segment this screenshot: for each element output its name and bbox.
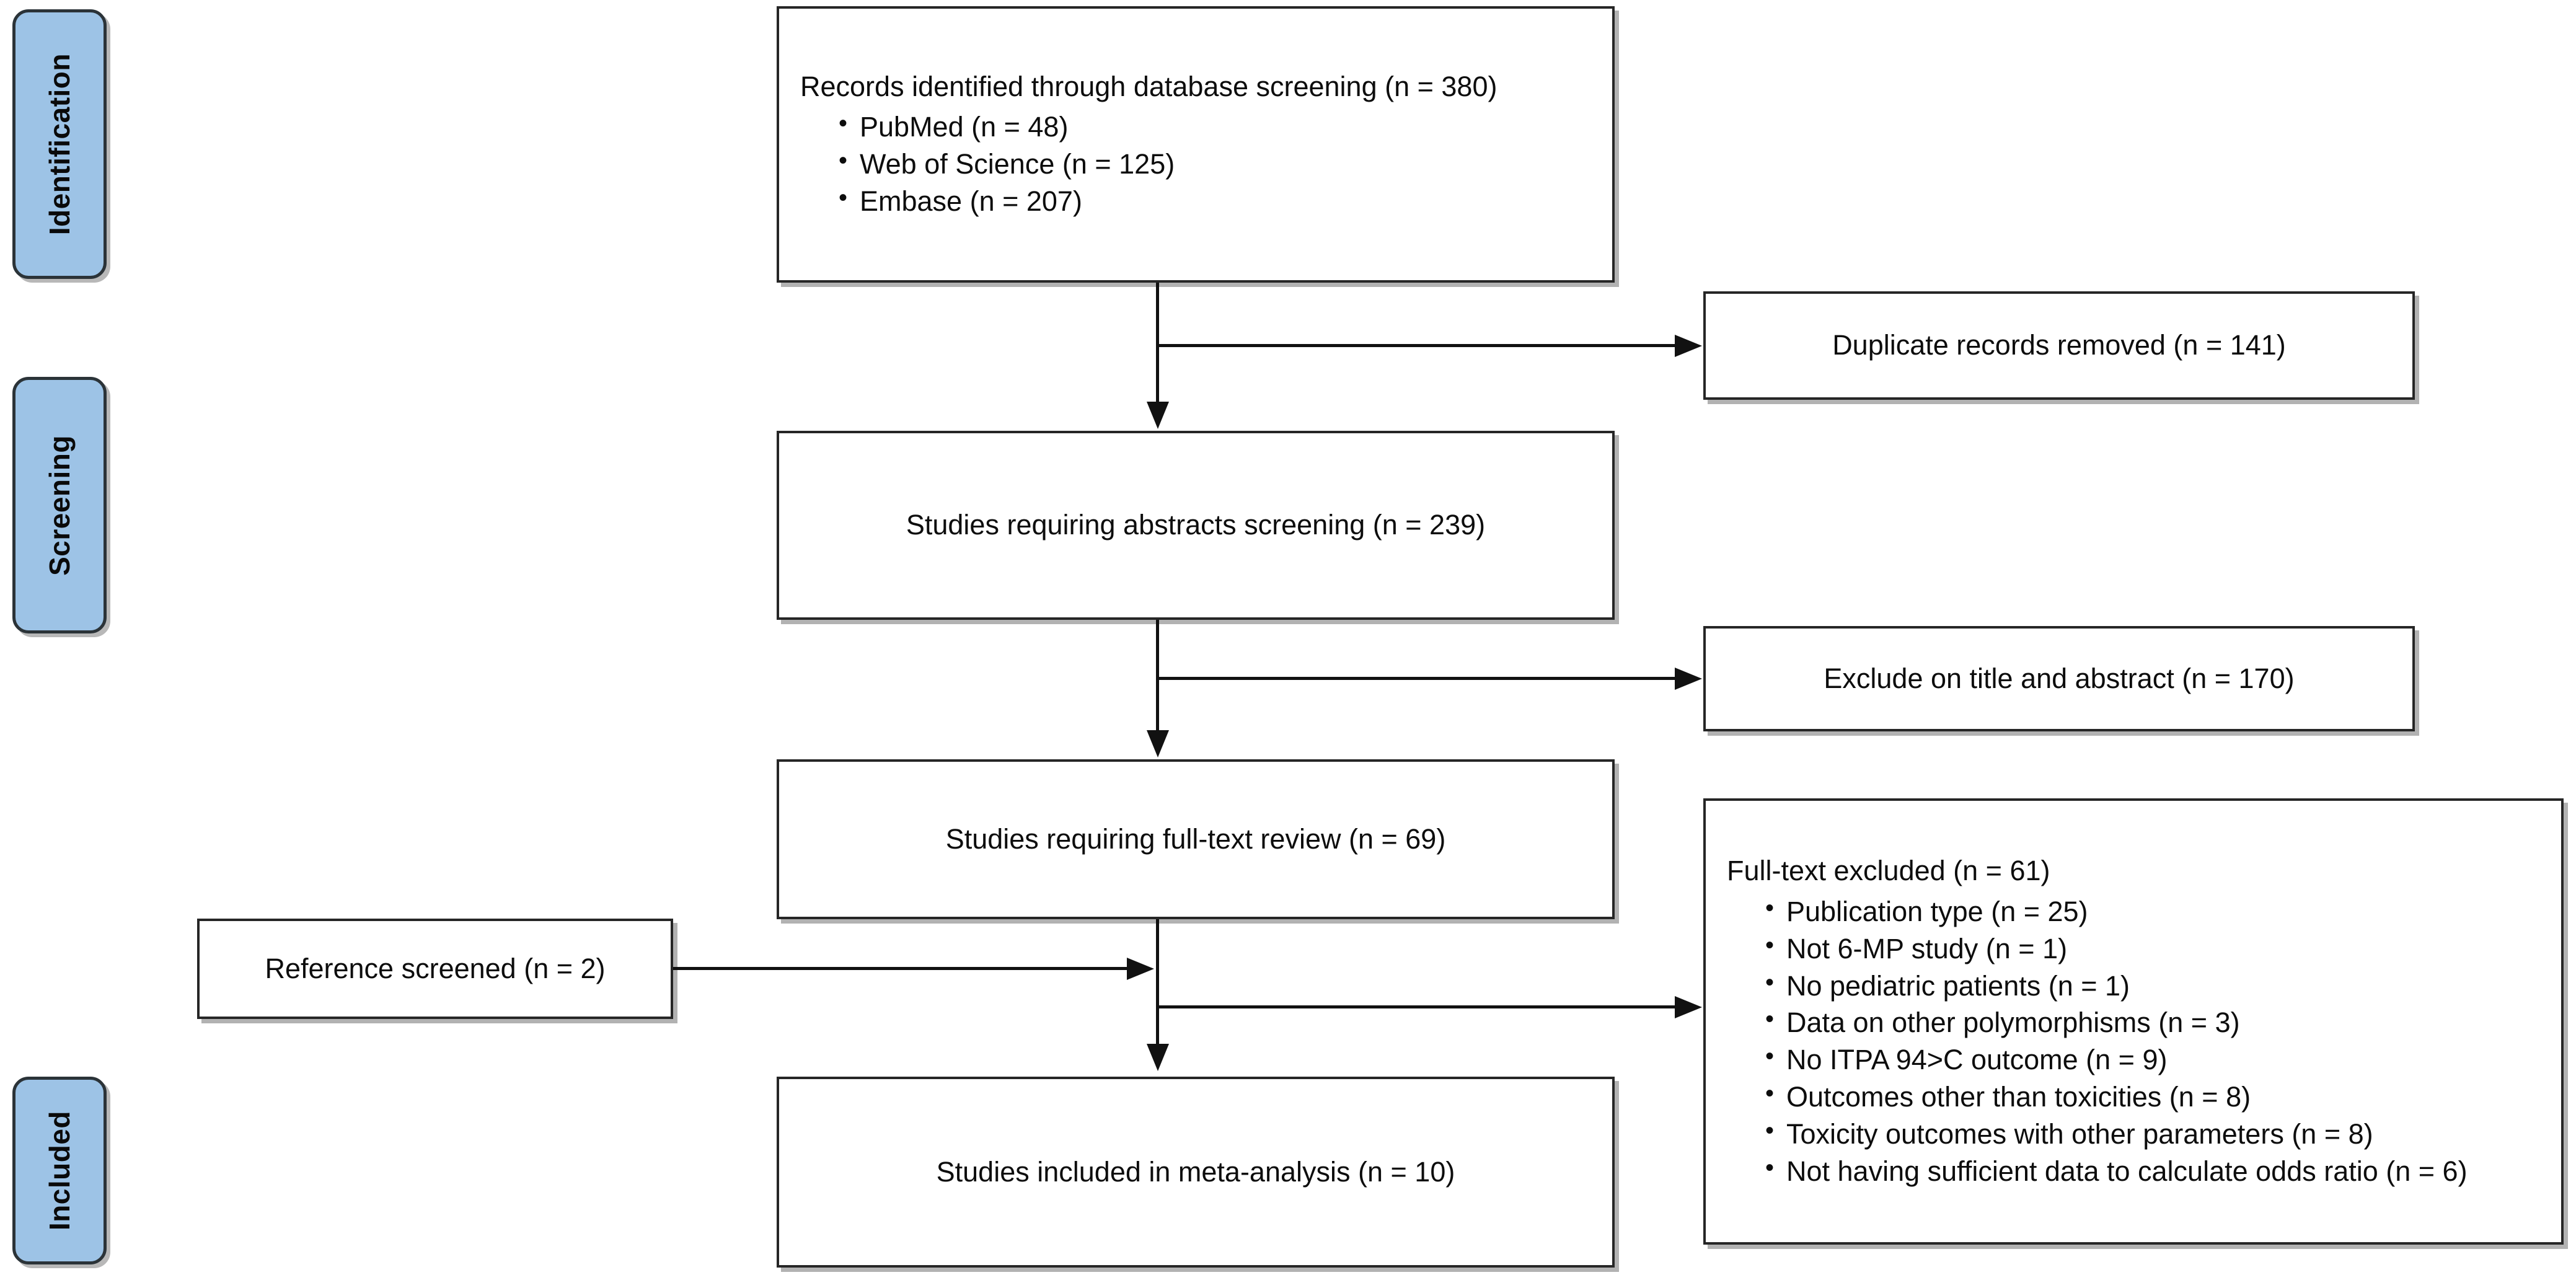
arrow-down-fulltext-to-included [1147, 1044, 1169, 1071]
node-full-text-review-title: Studies requiring full-text review (n = … [945, 823, 1446, 855]
node-full-text-excluded-bullets: Publication type (n = 25) Not 6-MP study… [1706, 892, 2561, 1190]
node-abstracts-screening-title: Studies requiring abstracts screening (n… [906, 509, 1486, 541]
list-item: No ITPA 94>C outcome (n = 9) [1765, 1040, 2561, 1079]
node-full-text-excluded: Full-text excluded (n = 61) Publication … [1703, 798, 2564, 1245]
list-item: Not 6-MP study (n = 1) [1765, 929, 2561, 968]
node-full-text-review: Studies requiring full-text review (n = … [777, 759, 1615, 919]
list-item: Data on other polymorphisms (n = 3) [1765, 1003, 2561, 1041]
connector-line-abstracts-to-fulltext [1156, 620, 1159, 731]
node-full-text-excluded-title: Full-text excluded (n = 61) [1727, 855, 2050, 887]
node-studies-included: Studies included in meta-analysis (n = 1… [777, 1077, 1615, 1268]
node-excluded-title-abstract-title: Exclude on title and abstract (n = 170) [1824, 662, 2295, 694]
list-item: Publication type (n = 25) [1765, 892, 2561, 930]
arrow-down-records-to-abstracts [1147, 402, 1169, 429]
stage-label-included-text: Included [43, 1110, 76, 1231]
arrow-down-abstracts-to-fulltext [1147, 730, 1169, 757]
node-duplicates-removed-title: Duplicate records removed (n = 141) [1832, 329, 2286, 361]
list-item: PubMed (n = 48) [839, 107, 1612, 146]
arrow-right-to-full-text-excluded [1675, 996, 1702, 1018]
stage-label-included: Included [12, 1077, 107, 1264]
node-abstracts-screening: Studies requiring abstracts screening (n… [777, 431, 1615, 620]
stage-label-identification: Identification [12, 9, 107, 279]
list-item: Not having sufficient data to calculate … [1765, 1152, 2561, 1190]
connector-line-records-to-abstracts [1156, 283, 1159, 404]
list-item: Web of Science (n = 125) [839, 144, 1612, 183]
list-item: No pediatric patients (n = 1) [1765, 966, 2561, 1005]
node-duplicates-removed: Duplicate records removed (n = 141) [1703, 291, 2415, 400]
node-records-identified: Records identified through database scre… [777, 6, 1615, 283]
node-records-identified-title: Records identified through database scre… [800, 70, 1498, 102]
connector-line-to-full-text-excluded [1156, 1005, 1677, 1008]
connector-line-to-duplicates [1156, 344, 1677, 347]
connector-line-fulltext-to-included [1156, 919, 1159, 1046]
connector-line-reference-to-trunk [673, 967, 1129, 970]
arrow-right-to-duplicates [1675, 335, 1702, 357]
node-reference-screened-title: Reference screened (n = 2) [265, 952, 606, 984]
list-item: Toxicity outcomes with other parameters … [1765, 1114, 2561, 1153]
node-reference-screened: Reference screened (n = 2) [197, 919, 673, 1019]
node-records-identified-bullets: PubMed (n = 48) Web of Science (n = 125)… [779, 107, 1612, 220]
list-item: Embase (n = 207) [839, 182, 1612, 220]
arrow-right-reference-to-trunk [1127, 958, 1154, 980]
list-item: Outcomes other than toxicities (n = 8) [1765, 1077, 2561, 1116]
arrow-right-to-excluded-title-abstract [1675, 668, 1702, 690]
stage-label-screening: Screening [12, 377, 107, 633]
connector-line-to-excluded-title-abstract [1156, 677, 1677, 680]
node-studies-included-title: Studies included in meta-analysis (n = 1… [936, 1155, 1455, 1188]
stage-label-screening-text: Screening [43, 435, 76, 576]
node-excluded-title-abstract: Exclude on title and abstract (n = 170) [1703, 626, 2415, 731]
stage-label-identification-text: Identification [43, 53, 76, 236]
